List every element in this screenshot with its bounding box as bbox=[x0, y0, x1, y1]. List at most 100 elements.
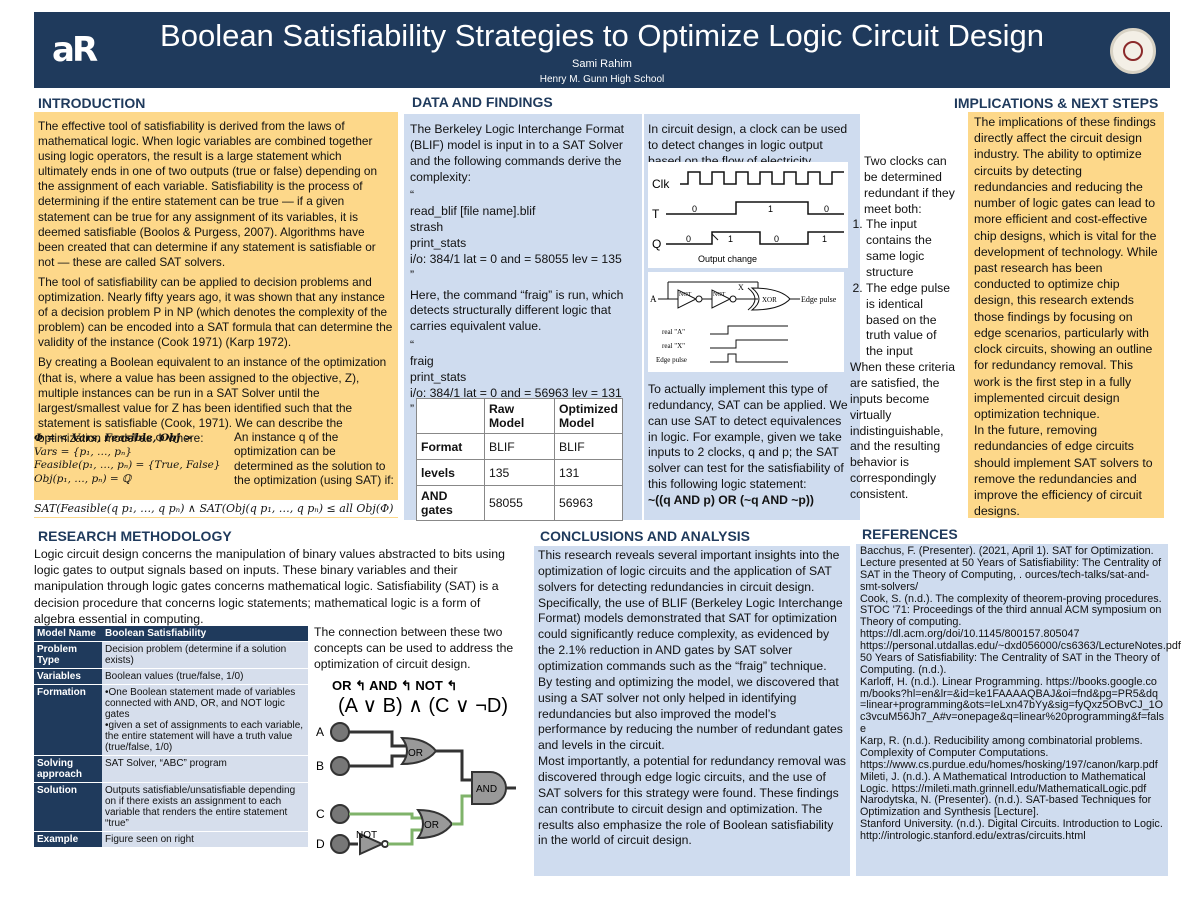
command-line: strash bbox=[410, 220, 444, 235]
school-name: Henry M. Gunn High School bbox=[539, 74, 665, 85]
table-cell: BLIF bbox=[484, 433, 555, 460]
command-line: ” bbox=[410, 401, 415, 416]
table-row: AND gates 58055 56963 bbox=[416, 485, 623, 521]
table-key-cell: Solution bbox=[34, 782, 102, 832]
table-row: Solving approach SAT Solver, “ABC” progr… bbox=[34, 755, 308, 783]
not-gate-icon bbox=[677, 289, 698, 309]
real-a-label: real "A" bbox=[662, 328, 685, 336]
reference-item: Stanford University. (n.d.). Digital Cir… bbox=[860, 818, 1163, 842]
author-name: Sami Rahim bbox=[572, 58, 632, 70]
table-cell: 131 bbox=[554, 459, 623, 486]
references-heading: REFERENCES bbox=[862, 526, 958, 542]
implications-paragraph-2: In the future, removing redundancies of … bbox=[974, 423, 1153, 519]
table-cell: Format bbox=[416, 433, 485, 460]
data-findings-heading: DATA AND FINDINGS bbox=[412, 94, 553, 110]
table-row: Problem Type Decision problem (determine… bbox=[34, 641, 308, 669]
real-x-label: real "X" bbox=[662, 342, 685, 350]
t-waveform bbox=[666, 201, 844, 215]
table-row: Example Figure seen on right bbox=[34, 831, 308, 848]
command-line: read_blif [file name].blif bbox=[410, 204, 536, 219]
sat-apply-paragraph: To actually implement this type of redun… bbox=[648, 382, 848, 492]
table-row: Formation •One Boolean statement made of… bbox=[34, 684, 308, 756]
or-gate-icon bbox=[399, 736, 438, 766]
conclusions-heading: CONCLUSIONS AND ANALYSIS bbox=[540, 528, 751, 544]
reference-item: Karp, R. (n.d.). Reducibility among comb… bbox=[860, 735, 1158, 771]
table-row: Solution Outputs satisfiable/unsatisfiab… bbox=[34, 782, 308, 832]
not-gate-icon bbox=[711, 289, 732, 309]
table-cell: 135 bbox=[484, 459, 555, 486]
table-header-cell bbox=[416, 398, 485, 434]
intro-paragraph-1: The effective tool of satisfiability is … bbox=[38, 119, 378, 269]
introduction-heading: INTRODUCTION bbox=[38, 95, 146, 111]
redundancy-criteria: Two clocks can be determined redundant i… bbox=[844, 154, 956, 503]
conclusions-paragraph: By testing and optimizing the model, we … bbox=[538, 674, 843, 753]
command-line: ” bbox=[410, 267, 415, 282]
school-seal-icon bbox=[1110, 28, 1156, 74]
table-value-cell: SAT Solver, “ABC” program bbox=[102, 755, 308, 783]
not-label: NOT bbox=[713, 292, 726, 298]
table-value-cell: Decision problem (determine if a solutio… bbox=[102, 641, 308, 669]
command-line: print_stats bbox=[410, 236, 467, 251]
poster-header: aR Boolean Satisfiability Strategies to … bbox=[34, 12, 1170, 88]
command-line: fraig bbox=[410, 354, 434, 369]
table-header-row: Raw Model Optimized Model bbox=[416, 398, 623, 434]
methodology-heading: RESEARCH METHODOLOGY bbox=[38, 528, 232, 544]
model-comparison-table: Raw Model Optimized Model Format BLIF BL… bbox=[416, 398, 623, 521]
table-key-cell: Variables bbox=[34, 668, 102, 685]
table-key-cell: Problem Type bbox=[34, 641, 102, 669]
edge-pulse-output-label: Edge pulse bbox=[801, 295, 837, 304]
q-value: 1 bbox=[728, 234, 733, 244]
table-header-row: Model Name Boolean Satisfiability bbox=[34, 626, 308, 642]
edge-pulse-waveform bbox=[710, 353, 788, 363]
table-key-cell: Example bbox=[34, 831, 102, 848]
criteria-item: The input contains the same logic struct… bbox=[866, 217, 956, 280]
t-value: 1 bbox=[768, 204, 773, 214]
table-cell: AND gates bbox=[416, 485, 485, 521]
input-b-node-icon bbox=[330, 756, 350, 776]
table-key-cell: Solving approach bbox=[34, 755, 102, 783]
clock-timing-diagram: Clk T 0 1 0 Q 0 1 0 1 Output change bbox=[648, 162, 848, 268]
input-b-label: B bbox=[316, 759, 324, 773]
output-change-arrow bbox=[711, 233, 719, 241]
table-row: levels 135 131 bbox=[416, 459, 623, 486]
connection-text: The connection between these two concept… bbox=[314, 625, 514, 672]
criteria-intro: Two clocks can be determined redundant i… bbox=[864, 154, 955, 216]
reference-item: Mileti, J. (n.d.). A Mathematical Introd… bbox=[860, 770, 1147, 795]
table-header-cell: Boolean Satisfiability bbox=[102, 626, 308, 642]
table-cell: levels bbox=[416, 459, 485, 486]
formula-line: Vars = {p₁, …, pₙ} bbox=[34, 445, 132, 458]
table-row: Format BLIF BLIF bbox=[416, 433, 623, 460]
gate-expression-labels: OR ↰ AND ↰ NOT ↰ bbox=[332, 678, 457, 693]
introduction-panel: The effective tool of satisfiability is … bbox=[34, 112, 398, 518]
instance-description: An instance q of the optimization can be… bbox=[234, 430, 394, 488]
clk-waveform bbox=[680, 171, 844, 185]
sat-statement: ~((q AND p) OR (~q AND ~p)) bbox=[648, 493, 814, 508]
intro-paragraph-3: By creating a Boolean equivalent to an i… bbox=[38, 355, 387, 445]
methodology-text: Logic circuit design concerns the manipu… bbox=[34, 546, 520, 632]
sat-application-text: To actually implement this type of redun… bbox=[648, 382, 854, 509]
command-line: print_stats bbox=[410, 369, 467, 384]
author-logo: aR bbox=[52, 30, 98, 70]
or-gate-label: OR bbox=[424, 820, 439, 831]
or-gate-icon bbox=[416, 808, 454, 840]
intro-paragraph-2: The tool of satisfiability can be applie… bbox=[38, 274, 393, 350]
conclusions-panel: This research reveals several important … bbox=[534, 546, 850, 876]
reference-item: 50 Years of Satisfiability: The Centrali… bbox=[860, 651, 1160, 676]
blif-description: The Berkeley Logic Interchange Format (B… bbox=[410, 122, 638, 417]
table-value-cell: •One Boolean statement made of variables… bbox=[102, 684, 308, 756]
not-gate-icon bbox=[359, 832, 385, 856]
table-value-cell: Outputs satisfiable/unsatisfiable depend… bbox=[102, 782, 308, 832]
implications-panel: The implications of these findings direc… bbox=[968, 112, 1164, 518]
implications-heading: IMPLICATIONS & NEXT STEPS bbox=[954, 95, 1159, 111]
clk-label: Clk bbox=[652, 177, 670, 191]
or-gate-label: OR bbox=[408, 748, 423, 759]
reference-item: https://personal.utdallas.edu/~dxd056000… bbox=[860, 640, 1181, 652]
table-cell: 56963 bbox=[554, 485, 623, 521]
criteria-outro: When these criteria are satisfied, the i… bbox=[850, 360, 955, 502]
command-line: “ bbox=[410, 338, 415, 353]
t-value: 0 bbox=[824, 204, 829, 214]
not-label: NOT bbox=[679, 292, 692, 298]
table-value-cell: Boolean values (true/false, 1/0) bbox=[102, 668, 308, 685]
optimization-model-formula: Φ = < Vars, Feasible, Obj > Vars = {p₁, … bbox=[34, 432, 234, 487]
input-a-label: A bbox=[316, 725, 324, 739]
